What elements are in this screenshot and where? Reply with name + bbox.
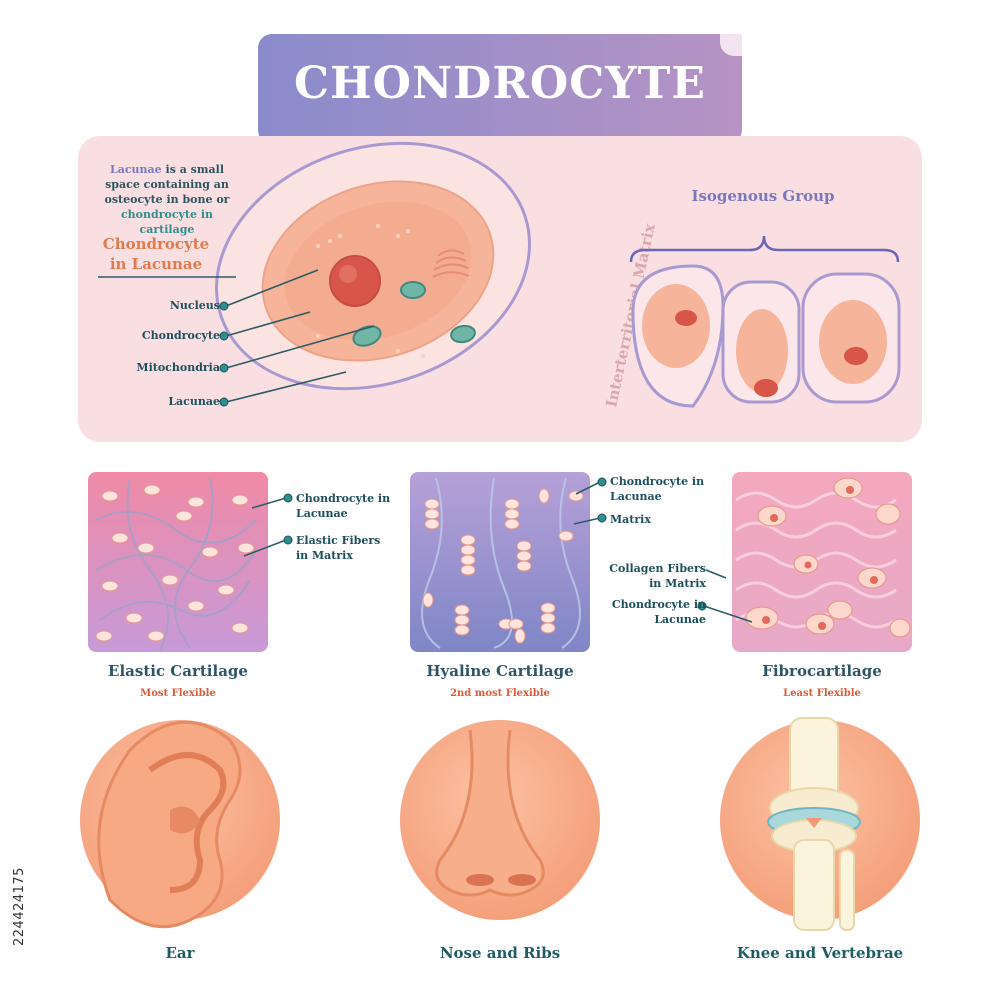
title-banner [258, 34, 742, 144]
chondrocyte-label: Chondrocyte [141, 329, 220, 342]
lacunae-label: Lacunae [168, 395, 220, 408]
lacunae-note: Lacunae is a small space containing an o… [104, 163, 230, 236]
location-illustrations [80, 717, 920, 931]
elastic-flexibility: Most Flexible [140, 688, 216, 699]
fibrocartilage-square [732, 472, 912, 652]
knee-vertebrae-label: Knee and Vertebrae [736, 944, 904, 962]
chondrocyte-in-lacunae-title: Chondrocyte in Lacunae [102, 235, 210, 273]
knee-illustration [720, 717, 920, 931]
hyaline-cartilage-square [410, 472, 590, 652]
fibro-label-chondrocyte: Chondrocyte in Lacunae [611, 598, 706, 626]
elastic-label-chondrocyte: Chondrocyte in Lacunae [296, 492, 391, 520]
hyaline-label-matrix: Matrix [610, 513, 651, 526]
fibro-flexibility: Least Flexible [783, 688, 861, 699]
cartilage-squares [88, 472, 912, 652]
hyaline-flexibility: 2nd most Flexible [450, 688, 550, 699]
mitochondria-group [352, 281, 476, 347]
page-title: CHONDROCYTE [294, 58, 706, 109]
isogenous-group-label: Isogenous Group [691, 187, 835, 205]
ear-illustration [80, 720, 280, 929]
cell-illustration: Interterritorial Matrix [98, 141, 901, 409]
fibro-label-collagen: Collagen Fibers in Matrix [609, 562, 706, 590]
nose-ribs-label: Nose and Ribs [439, 944, 561, 962]
fibrocartilage-title: Fibrocartilage [762, 662, 882, 680]
mitochondria-label: Mitochondria [136, 361, 220, 374]
elastic-cartilage-title: Elastic Cartilage [108, 662, 248, 680]
ear-label: Ear [165, 944, 195, 962]
nose-illustration [400, 720, 600, 920]
elastic-label-fibers: Elastic Fibers in Matrix [296, 534, 381, 562]
title-banner-fold [720, 34, 742, 56]
isogenous-cells [631, 264, 901, 408]
stock-id: 224424175 [12, 867, 27, 946]
hyaline-cartilage-title: Hyaline Cartilage [426, 662, 574, 680]
elastic-cartilage-square [88, 472, 268, 652]
hyaline-label-chondrocyte: Chondrocyte in Lacunae [610, 475, 705, 503]
nucleus-label: Nucleus [169, 299, 220, 312]
isogenous-bracket [629, 235, 900, 263]
nucleus [329, 255, 381, 307]
